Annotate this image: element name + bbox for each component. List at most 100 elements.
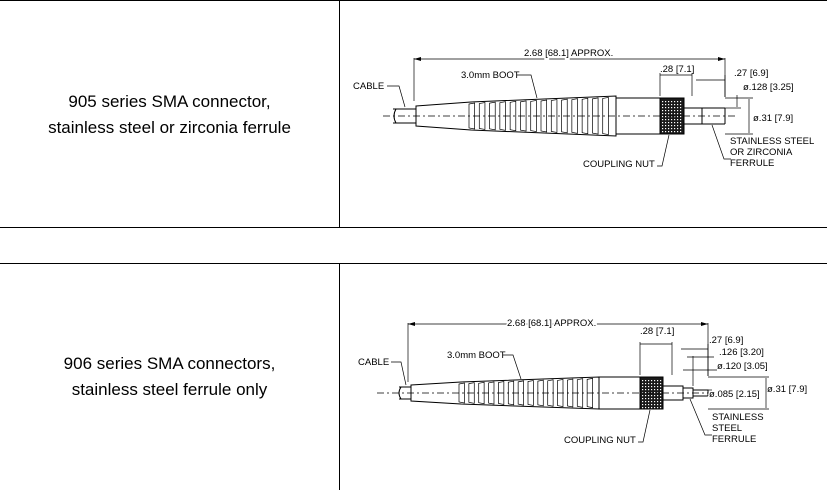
boot-rib — [498, 381, 505, 405]
knurl-dot — [662, 116, 664, 118]
knurl-dot — [668, 125, 670, 127]
connector-panel-906: 906 series SMA connectors, stainless ste… — [0, 263, 827, 490]
knurl-dot — [654, 395, 656, 397]
knurl-dot — [677, 122, 679, 124]
knurl-dot — [645, 386, 647, 388]
knurl-dot — [671, 131, 673, 133]
knurl-dot — [674, 128, 676, 130]
knurl-dot — [645, 395, 647, 397]
knurl-dot — [642, 380, 644, 382]
knurl-dot — [680, 110, 682, 112]
knurl-dot — [665, 107, 667, 109]
knurl-dot — [651, 401, 653, 403]
knurl-dot — [654, 407, 656, 409]
knurl-dot — [657, 380, 659, 382]
knurl-dot — [680, 128, 682, 130]
boot-label: 3.0mm BOOT — [461, 70, 520, 81]
knurl-dot — [648, 401, 650, 403]
knurl-dot — [642, 398, 644, 400]
knurl-dot — [660, 389, 662, 391]
knurl-dot — [645, 380, 647, 382]
knurl-dot — [657, 383, 659, 385]
ferrule-label-line-1: STAINLESS STEEL — [730, 136, 814, 147]
knurl-dot — [648, 395, 650, 397]
boot-rib — [576, 378, 584, 408]
knurl-dot — [645, 389, 647, 391]
knurl-dot — [648, 386, 650, 388]
knurl-dot — [651, 404, 653, 406]
knurl-dot — [648, 407, 650, 409]
knurl-dot — [654, 398, 656, 400]
knurl-dot — [651, 383, 653, 385]
knurl-dot — [668, 101, 670, 103]
overall-length-label: 2.68 [68.1] APPROX. — [507, 318, 596, 329]
boot-rib — [468, 102, 476, 130]
ferrule-label-line-1: STAINLESS — [712, 412, 764, 423]
knurl-dot — [674, 104, 676, 106]
knurl-dot — [648, 383, 650, 385]
boot-ribs — [468, 97, 609, 135]
coupling-nut-knurl — [642, 380, 662, 409]
knurl-dot — [668, 131, 670, 133]
boot-rib — [550, 99, 558, 133]
knurl-dot — [677, 116, 679, 118]
boot-rib — [517, 380, 524, 406]
boot-rib — [520, 100, 527, 132]
coupling-nut-label: COUPLING NUT — [564, 435, 636, 446]
knurl-dot — [677, 101, 679, 103]
knurl-dot — [665, 125, 667, 127]
knurl-dot — [665, 128, 667, 130]
knurl-dot — [665, 122, 667, 124]
boot-ribs — [458, 377, 593, 409]
knurl-dot — [651, 386, 653, 388]
knurl-dot — [642, 386, 644, 388]
knurl-dot — [660, 407, 662, 409]
knurl-dot — [662, 107, 664, 109]
knurl-dot — [645, 392, 647, 394]
knurl-dot — [671, 122, 673, 124]
boot-rib — [571, 98, 578, 134]
knurl-dot — [665, 101, 667, 103]
knurl-dot — [680, 131, 682, 133]
knurl-dot — [671, 125, 673, 127]
knurl-dot — [648, 380, 650, 382]
knurl-dot — [651, 389, 653, 391]
description-line-2: stainless steel or zirconia ferrule — [48, 117, 291, 137]
knurl-dot — [668, 107, 670, 109]
ferrule-length-label: .27 [6.9] — [709, 335, 743, 346]
coupling-nut-knurl — [662, 101, 682, 133]
boot-rib — [488, 381, 495, 405]
boot-rib — [540, 99, 548, 133]
knurl-dot — [660, 401, 662, 403]
knurl-dot — [665, 110, 667, 112]
knurl-dot — [665, 131, 667, 133]
boot-rib — [586, 377, 593, 409]
knurl-dot — [677, 113, 679, 115]
knurl-dot — [654, 389, 656, 391]
knurl-dot — [677, 104, 679, 106]
knurl-dot — [645, 401, 647, 403]
overall-length-label: 2.68 [68.1] APPROX. — [524, 48, 613, 59]
knurl-dot — [662, 119, 664, 121]
boot-rib — [458, 382, 465, 404]
knurl-dot — [662, 110, 664, 112]
boot-rib — [478, 381, 485, 405]
knurl-dot — [642, 407, 644, 409]
boot-label: 3.0mm BOOT — [447, 350, 506, 361]
knurl-dot — [680, 113, 682, 115]
knurl-dot — [657, 404, 659, 406]
cable-label: CABLE — [353, 81, 384, 92]
boot-rib — [489, 101, 496, 131]
nut-width-label: .28 [7.1] — [660, 64, 694, 75]
connector-panel-905: 905 series SMA connector, stainless stee… — [0, 0, 827, 228]
boot-rib — [499, 101, 506, 131]
knurl-dot — [660, 398, 662, 400]
knurl-dot — [668, 113, 670, 115]
knurl-dot — [648, 404, 650, 406]
body-diameter-label: ø.31 [7.9] — [753, 113, 793, 124]
knurl-dot — [657, 389, 659, 391]
knurl-dot — [651, 398, 653, 400]
knurl-dot — [674, 101, 676, 103]
knurl-dot — [677, 131, 679, 133]
connector-drawing-905: 2.68 [68.1] APPROX. CABLE 3.0mm BOOT — [353, 47, 814, 171]
